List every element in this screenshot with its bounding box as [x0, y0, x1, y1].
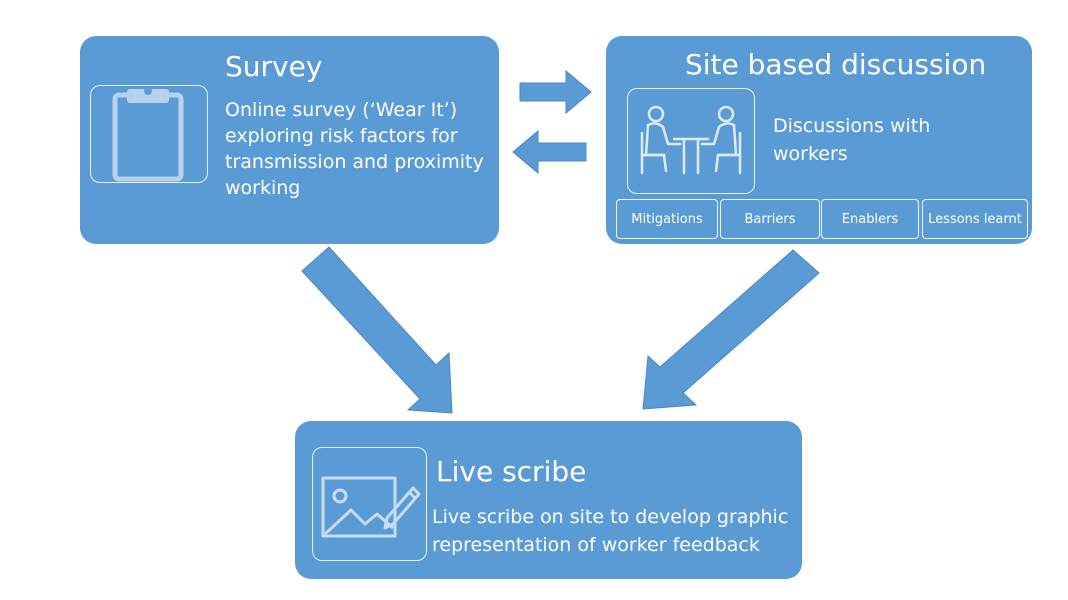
tag-enablers: Enablers	[821, 199, 919, 239]
arrow-site-to-survey	[512, 129, 587, 175]
image-edit-icon	[321, 476, 421, 538]
live-scribe-box: Live scribe Live scribe on site to devel…	[295, 421, 802, 579]
survey-box: Survey Online survey (‘Wear It’) explori…	[80, 36, 499, 244]
survey-title: Survey	[225, 50, 323, 83]
tag-lessons-learnt: Lessons learnt	[922, 199, 1028, 239]
meeting-icon	[640, 105, 742, 175]
tag-mitigations: Mitigations	[616, 199, 718, 239]
site-discussion-box: Site based discussion Di	[606, 36, 1032, 244]
live-scribe-title: Live scribe	[436, 455, 587, 488]
site-discussion-icon-frame	[627, 88, 755, 194]
live-scribe-icon-frame	[312, 447, 427, 561]
arrow-survey-to-site	[519, 69, 592, 115]
site-discussion-title: Site based discussion	[685, 48, 987, 81]
survey-description: Online survey (‘Wear It’) exploring risk…	[225, 99, 484, 199]
arrow-site-to-livescribe	[642, 249, 820, 410]
site-discussion-description: Discussions with workers	[773, 115, 931, 165]
survey-icon-frame	[90, 85, 208, 183]
arrow-survey-to-livescribe	[301, 246, 453, 414]
live-scribe-description: Live scribe on site to develop graphic r…	[432, 506, 789, 556]
tag-barriers: Barriers	[720, 199, 820, 239]
clipboard-icon	[112, 87, 184, 182]
